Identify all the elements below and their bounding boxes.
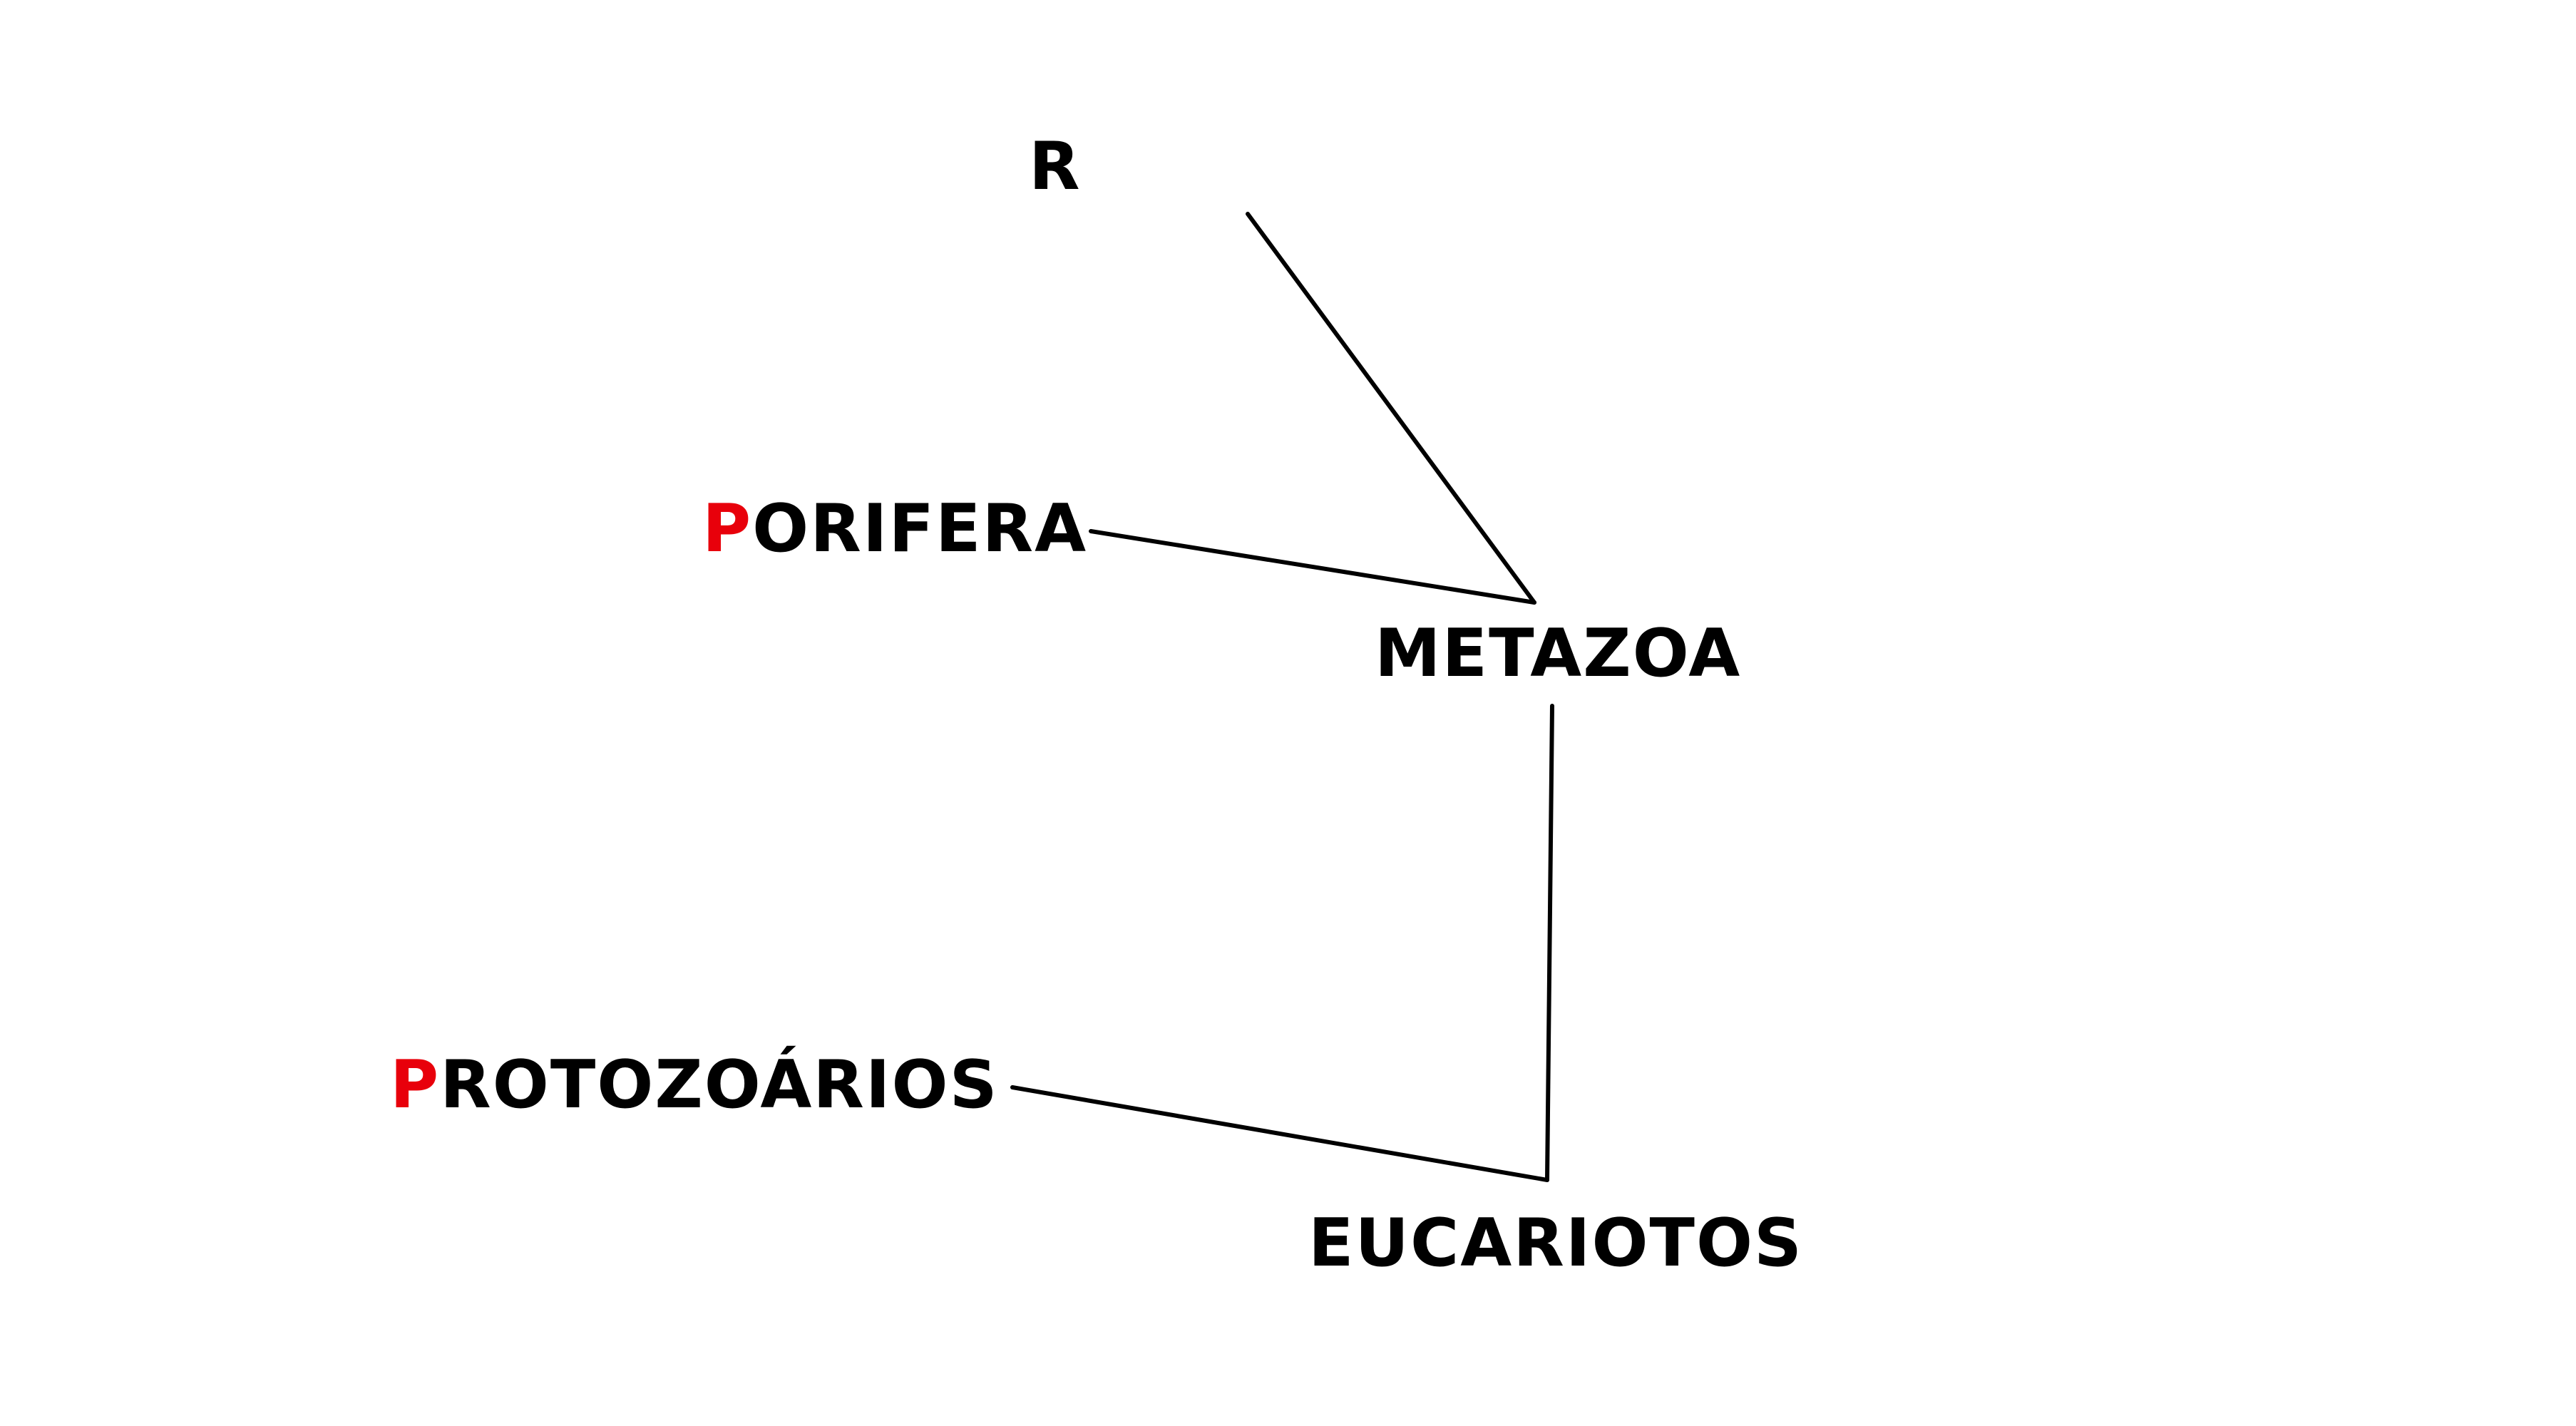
label-rest: ORIFERA	[752, 490, 1088, 567]
edge-protozoarios-eucariotos	[1010, 1085, 1549, 1182]
highlighted-initial: P	[702, 490, 753, 567]
highlighted-initial: P	[390, 1046, 441, 1123]
node-label-porifera: PORIFERA	[702, 496, 1087, 562]
edge-r-metazoa	[1246, 212, 1536, 605]
node-label-metazoa: METAZOA	[1375, 615, 1742, 692]
edge-porifera-metazoa	[1089, 529, 1536, 605]
node-label-r: R	[1029, 128, 1082, 205]
label-rest: ROTOZOÁRIOS	[440, 1046, 999, 1123]
node-label-eucariotos: EUCARIOTOS	[1308, 1204, 1804, 1281]
node-label-protozoarios: PROTOZOÁRIOS	[390, 1052, 999, 1118]
edge-metazoa-eucariotos	[1545, 704, 1554, 1182]
